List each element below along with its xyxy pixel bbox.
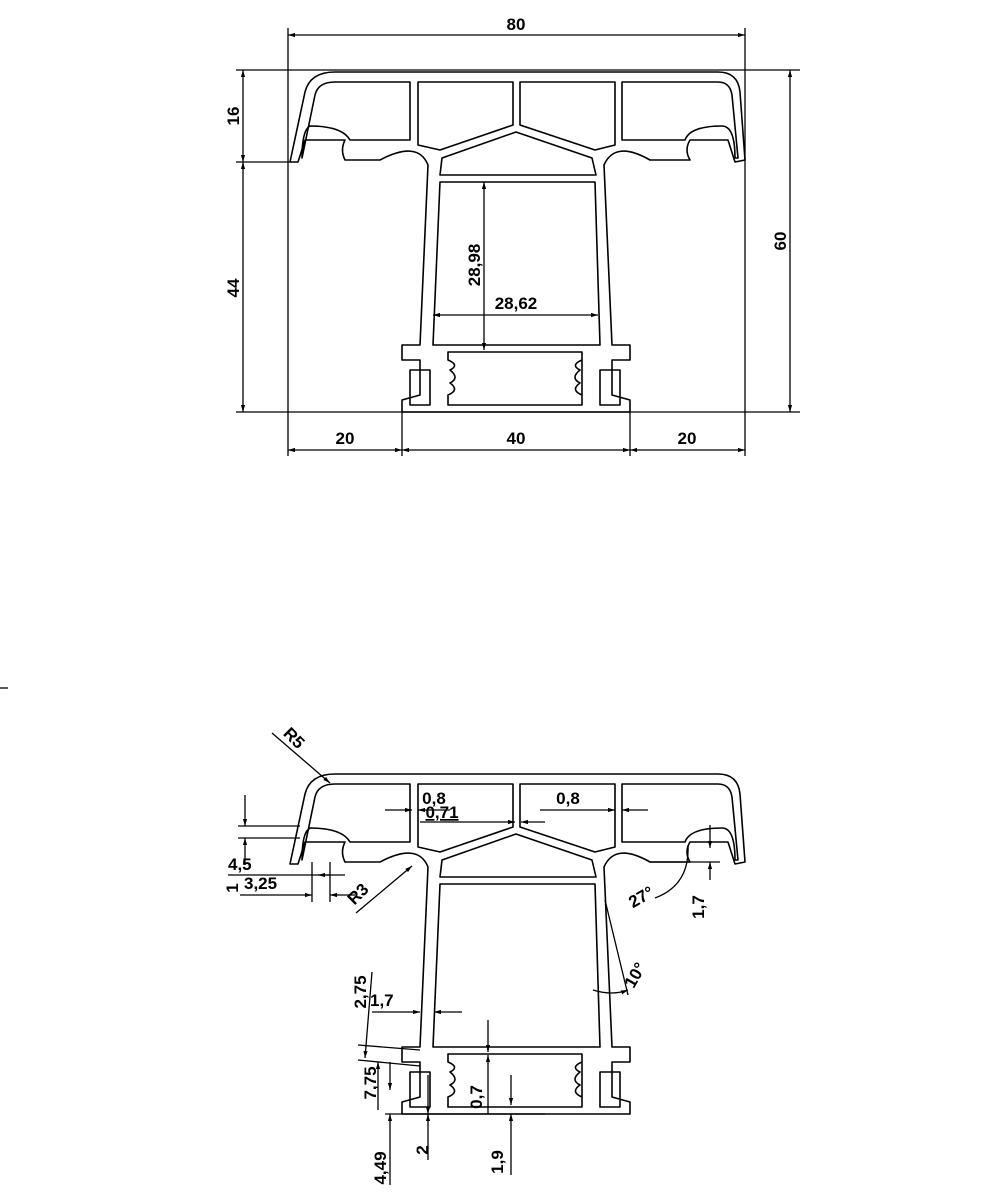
dim-inner-radius: R3 [344, 880, 373, 909]
dim-angle-stem: 10° [621, 959, 650, 991]
dim-left-offset: 20 [336, 429, 355, 448]
dim-base-gap: 1,9 [488, 1150, 507, 1174]
dim-foot-height: 7,75 [361, 1066, 380, 1099]
profile-outline [289, 71, 746, 413]
dim-right-lip: 1,7 [689, 895, 708, 919]
dim-stem-wall: 1,7 [370, 991, 394, 1010]
dim-hook-lip: 1 [223, 883, 242, 892]
dim-foot-total: 4,49 [371, 1151, 390, 1184]
top-view: 80 60 16 44 28,98 28,62 20 40 20 [224, 15, 800, 456]
dim-wall-mid: 0,71 [425, 803, 458, 822]
dim-overall-height: 60 [771, 232, 790, 251]
dim-stem-height: 44 [224, 278, 243, 297]
dim-base-wall: 0,7 [467, 1085, 486, 1109]
detail-view: R5 0,8 0,71 0,8 4,5 1 3,25 R3 27° 1,7 [223, 724, 746, 1185]
dim-hook-depth: 4,5 [228, 855, 252, 874]
profile-outline-detail [289, 773, 746, 1115]
dim-corner-radius: R5 [279, 724, 308, 753]
dim-chamber-height: 28,98 [465, 244, 484, 287]
dim-wall-left: 0,8 [422, 789, 446, 808]
dim-angle-wing: 27° [625, 882, 657, 911]
dim-foot-gap: 2 [413, 1145, 432, 1154]
dim-hook-gap: 3,25 [244, 874, 277, 893]
dim-right-offset: 20 [678, 429, 697, 448]
dim-chamber-width: 28,62 [495, 294, 538, 313]
dim-overall-width: 80 [507, 15, 526, 34]
dim-wall-right: 0,8 [556, 789, 580, 808]
dim-stem-width: 40 [507, 429, 526, 448]
dim-flange-height: 16 [224, 107, 243, 126]
dim-foot-offset: 2,75 [351, 975, 370, 1008]
